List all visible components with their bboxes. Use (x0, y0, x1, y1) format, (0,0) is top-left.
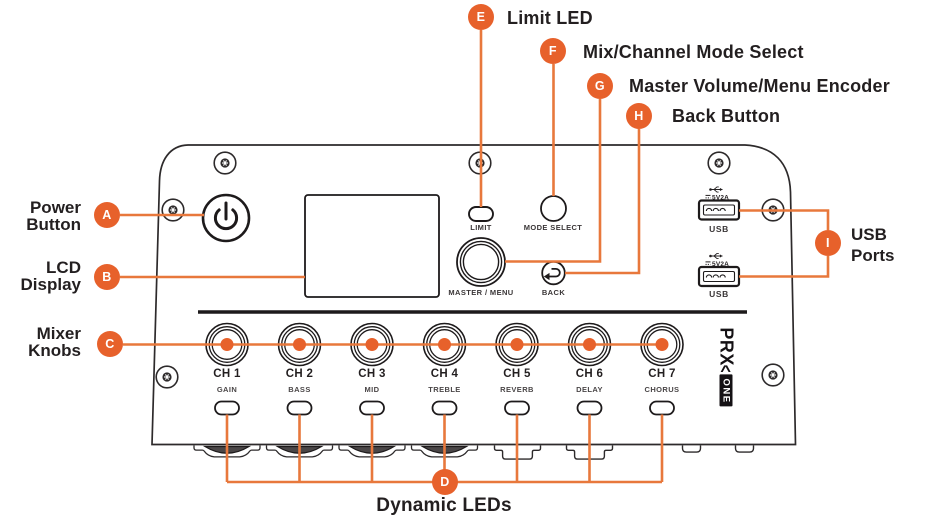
callout-badge-e: E (468, 4, 494, 30)
lcd-display (304, 194, 440, 298)
callout-label-back-button: Back Button (672, 106, 781, 126)
knob-pointer-dots (220, 338, 669, 351)
channel-6-label: CH 6 (575, 368, 604, 380)
channel-2-function: BASS (288, 384, 311, 394)
limit-label: LIMIT (470, 223, 492, 232)
dynamic-led (576, 400, 603, 416)
channel-1-label: CH 1 (213, 368, 241, 380)
callout-badge-d: D (432, 469, 458, 495)
callout-badge-g: G (587, 73, 613, 99)
back-button (541, 260, 566, 286)
dynamic-led (431, 400, 458, 416)
callout-label-mixer-knobs: Mixer Knobs (28, 325, 81, 359)
channel-7-function: CHORUS (644, 384, 680, 394)
channel-2-label: CH 2 (285, 368, 314, 380)
usb-bottom-label: USB (709, 289, 729, 299)
master-menu-encoder (456, 237, 506, 287)
dynamic-led (214, 400, 240, 416)
screw-icon (707, 151, 731, 175)
callout-label-line: Power (29, 198, 81, 217)
callout-badge-f: F (540, 38, 566, 64)
dynamic-led (504, 400, 530, 416)
callout-label-line: Display (20, 275, 81, 294)
screw-icon (161, 198, 185, 222)
screw-icon (155, 365, 179, 389)
callout-line-i-bottom (739, 256, 830, 278)
power-icon (213, 201, 239, 231)
callout-line-i-top (739, 209, 830, 230)
mode-select-button (540, 195, 567, 222)
channel-4-function: TREBLE (428, 384, 461, 394)
callout-badge-i: I (815, 230, 841, 256)
channel-6-function: DELAY (576, 384, 603, 394)
callout-line-h (565, 129, 641, 275)
brand-name: PRX (716, 327, 737, 366)
back-label: BACK (541, 288, 566, 297)
dc-symbol-icon (705, 194, 711, 265)
callout-badge-c: C (97, 331, 123, 357)
usb-bottom-power-rating: 5V2A (712, 261, 729, 268)
callout-label-lcd-display: LCD Display (21, 259, 81, 293)
usb-top-label: USB (709, 224, 729, 234)
callout-badge-a: A (94, 202, 120, 228)
usb-top-power-rating: 5V2A (712, 195, 729, 202)
callout-label-dynamic-leds: Dynamic LEDs (376, 495, 512, 516)
dynamic-led (286, 400, 313, 416)
callout-badge-h: H (626, 103, 652, 129)
callout-label-mode-select: Mix/Channel Mode Select (583, 42, 804, 62)
brand-chevron-icon: < (715, 364, 737, 373)
channel-7-label: CH 7 (648, 368, 676, 380)
channel-1-function: GAIN (216, 384, 238, 394)
panel-tab (734, 444, 755, 453)
callout-label-line: Button (26, 215, 81, 234)
dynamic-led (359, 400, 385, 416)
channel-3-label: CH 3 (358, 368, 386, 380)
screw-icon (761, 363, 785, 387)
channel-4-label: CH 4 (430, 368, 459, 380)
brand-suffix: ONE (719, 374, 733, 407)
callout-label-line: Ports (851, 246, 895, 265)
callout-label-line: Mixer (36, 324, 81, 343)
callout-badge-b: B (94, 264, 120, 290)
callout-label-master-encoder: Master Volume/Menu Encoder (629, 76, 890, 96)
mode-select-label: MODE SELECT (523, 223, 583, 232)
brand-logo: PRX < ONE (715, 327, 737, 407)
limit-led (468, 206, 494, 222)
panel-tab (681, 444, 702, 453)
callout-line-g (505, 99, 602, 263)
callout-label-line: LCD (46, 258, 81, 277)
channel-5-function: REVERB (500, 384, 534, 394)
channel-5-label: CH 5 (503, 368, 531, 380)
dynamic-led (649, 400, 675, 416)
usb-port-bottom (697, 265, 741, 288)
usb-port-top (697, 199, 741, 221)
callout-lines (120, 30, 830, 484)
callout-label-usb-ports: USB Ports (851, 224, 894, 266)
power-button (201, 193, 251, 243)
callout-label-limit-led: Limit LED (507, 8, 593, 28)
callout-label-line: Knobs (28, 341, 81, 360)
callout-label-line: USB (851, 225, 887, 244)
back-arrow-icon (543, 268, 561, 281)
screw-icon (213, 151, 237, 175)
callout-label-power-button: Power Button (26, 199, 81, 233)
channel-3-function: MID (364, 384, 380, 394)
master-menu-label: MASTER / MENU (448, 288, 514, 297)
